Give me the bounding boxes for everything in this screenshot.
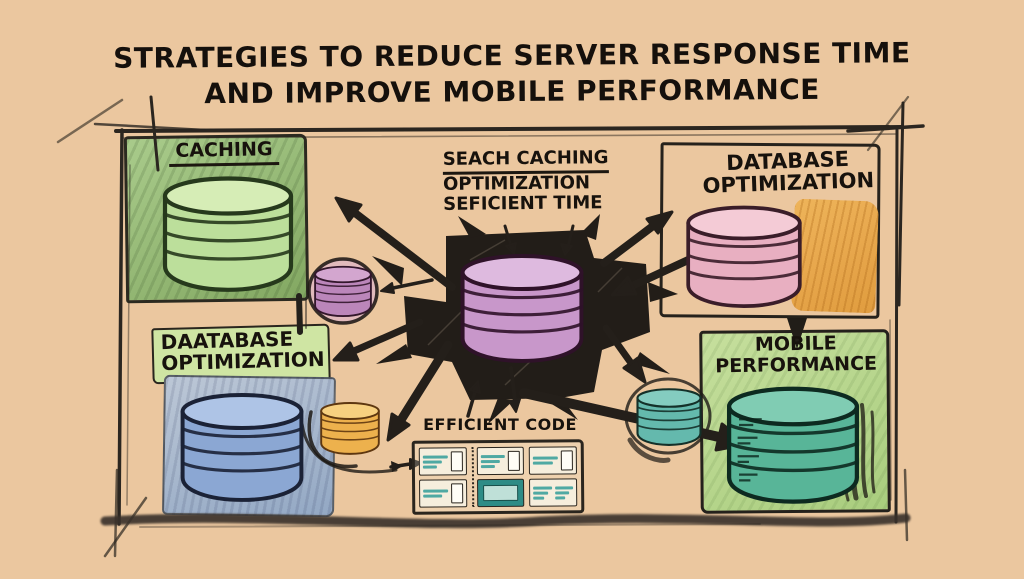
code-line: [554, 485, 574, 490]
arrow-into-code-panels: [389, 458, 422, 470]
code-line: [422, 459, 443, 464]
code-line: [423, 494, 443, 498]
database-optimization-right-label: DATABASE OPTIMIZATION: [694, 147, 881, 198]
purple-disk-icon: [315, 266, 371, 317]
code-lines: [423, 483, 448, 503]
code-line: [422, 465, 438, 469]
arrow-hub-to-yellow-disk: [386, 340, 453, 442]
diagram-title: STRATEGIES TO REDUCE SERVER RESPONSE TIM…: [0, 34, 1024, 114]
database-optimization-right-database-icon: [688, 207, 800, 307]
code-line: [533, 491, 548, 495]
title-line-1: STRATEGIES TO REDUCE SERVER RESPONSE TIM…: [113, 36, 911, 75]
code-card-highlight: [476, 478, 525, 508]
code-lines: [422, 451, 448, 471]
efficient-code-label: EFFICIENT CODE: [423, 415, 577, 434]
caching-database-icon: [165, 178, 291, 290]
code-line: [533, 486, 552, 490]
code-mini-doc: [560, 450, 573, 471]
database-optimization-left-label: DAATABASE OPTIMIZATION: [160, 327, 325, 376]
arrows-text-to-hub: [503, 224, 575, 256]
teal-disk-icon: [637, 389, 701, 445]
hub-text-line3: SEFICIENT TIME: [443, 192, 603, 215]
code-card: [529, 446, 577, 475]
arrow-hub-to-efficient-code: [508, 366, 521, 413]
code-lines: [533, 483, 552, 503]
mobile-performance-line2: PERFORMANCE: [715, 352, 878, 378]
code-line: [480, 459, 500, 463]
code-line: [533, 461, 553, 465]
title-line-2: AND IMPROVE MOBILE PERFORMANCE: [204, 73, 820, 111]
database-optimization-left-database-icon: [182, 395, 302, 500]
code-page-3: [529, 446, 578, 507]
arrow-hub-to-database-optimization-left: [332, 318, 424, 362]
code-card: [419, 479, 467, 508]
code-line: [422, 454, 448, 459]
efficient-code-panels: [411, 439, 585, 515]
arrow-hub-to-purple-disk: [380, 278, 434, 294]
mobile-performance-label: MOBILE PERFORMANCE: [712, 332, 881, 378]
code-mini-doc: [508, 450, 521, 471]
arrow-hub-to-caching: [334, 196, 456, 291]
code-card: [476, 446, 525, 476]
code-mini-doc: [450, 451, 463, 472]
code-card: [529, 478, 578, 507]
hub-text-line1: SEACH CACHING: [443, 147, 609, 175]
code-mini-doc: [450, 483, 463, 504]
code-line: [480, 464, 495, 468]
central-hub-text: SEACH CACHING OPTIMIZATION SEFICIENT TIM…: [443, 147, 609, 215]
mobile-performance-database-icon: [729, 388, 857, 502]
code-line: [533, 496, 545, 500]
code-line: [480, 454, 506, 458]
code-card: [418, 447, 467, 476]
code-block: [482, 484, 519, 502]
central-hub-database-icon: [462, 256, 582, 361]
yellow-disk-outline: [300, 410, 398, 474]
connector-dbopt-to-mobile: [787, 318, 807, 349]
arrow-hub-to-database-optimization-right: [600, 210, 674, 267]
code-line: [423, 489, 448, 493]
code-lines: [554, 482, 574, 502]
code-line: [554, 490, 570, 495]
yellow-disk-icon: [321, 403, 379, 454]
database-optimization-left-line2: OPTIMIZATION: [160, 346, 325, 376]
code-line: [554, 495, 566, 500]
outer-frame: [56, 95, 925, 558]
arrow-efficient-code-up: [466, 380, 481, 418]
connector-caching-to-label: [296, 293, 307, 335]
mobile-cylinder-text-marks: [737, 418, 762, 482]
code-page-1: [418, 447, 467, 508]
code-lines: [533, 450, 558, 470]
arrow-hub-to-teal-disk: [602, 324, 647, 384]
code-lines: [480, 451, 506, 471]
code-page-2: [471, 446, 525, 508]
caching-label: CACHING: [150, 138, 298, 168]
code-line: [533, 456, 558, 460]
